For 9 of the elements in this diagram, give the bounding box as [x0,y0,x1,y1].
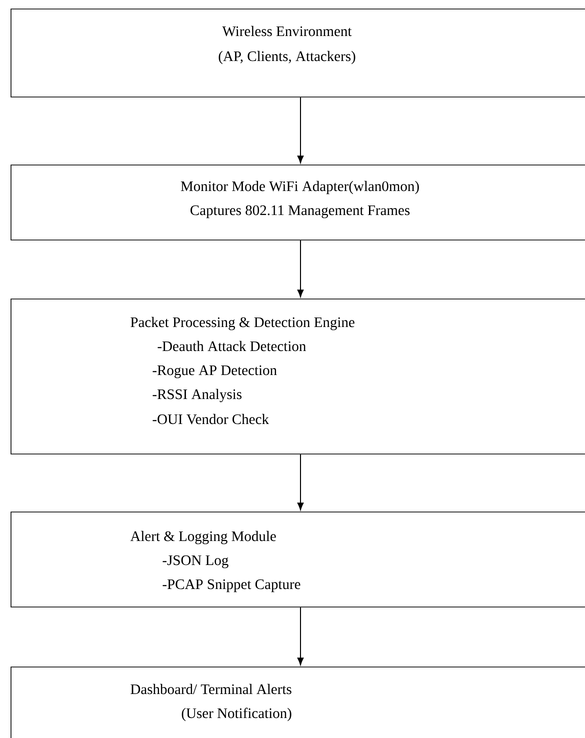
process-box: Monitor Mode WiFi Adapter(wlan0mon) Captures 802.11 Management Frames [10,164,585,240]
arrow [297,606,304,666]
arrow [297,454,304,510]
process-box: Alert & Logging Module -JSON Log -PCAP Snippet Capture [10,512,585,608]
arrow [297,240,304,298]
process-box: Wireless Environment (AP, Clients, Attackers) [10,8,585,98]
process-box: Packet Processing & Detection Engine -Deauth Attack Detection -Rogue AP Detection -RSSI Analysis -OUI Vendor Check [10,298,585,454]
arrow [297,96,304,164]
process-box: Dashboard/ Terminal Alerts (User Notification) [10,666,585,738]
